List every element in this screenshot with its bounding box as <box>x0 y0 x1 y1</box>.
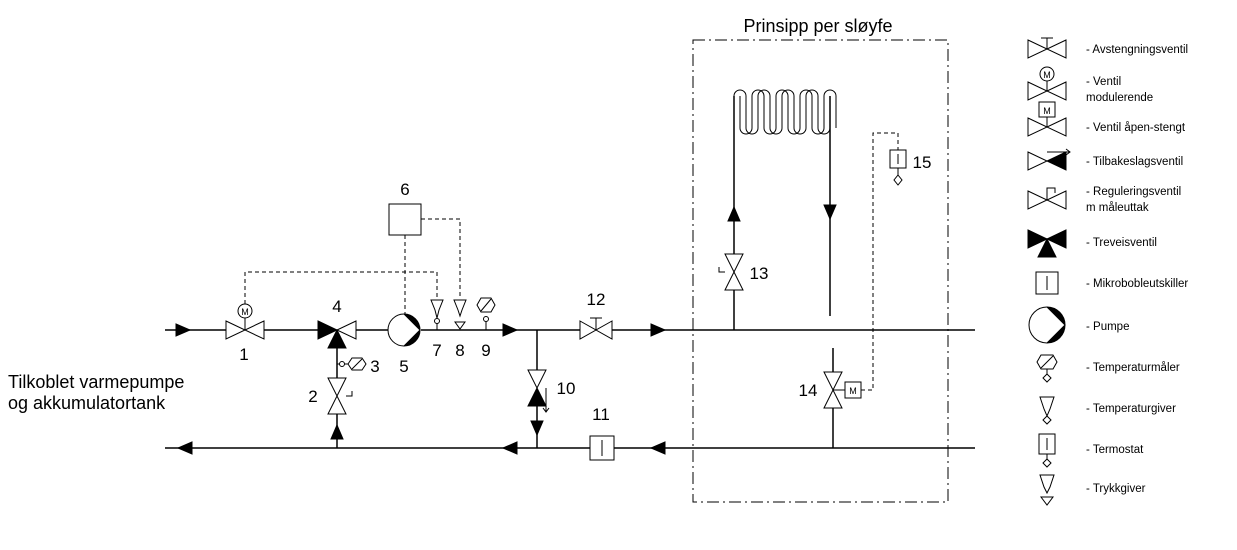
label-6: 6 <box>400 180 409 199</box>
legend-label-modulating-2: modulerende <box>1086 92 1153 104</box>
legend-label-balancing-1: - Reguleringsventil <box>1086 186 1181 198</box>
shutoff-valve-12: 12 <box>579 290 613 340</box>
legend-label-check: - Tilbakeslagsventil <box>1086 156 1183 168</box>
legend-label-threeway: - Treveisventil <box>1086 237 1157 249</box>
balancing-valve-icon <box>1027 187 1067 210</box>
side-label-line-1: Tilkoblet varmepumpe <box>8 372 184 392</box>
temperature-sensor-7: 7 <box>430 299 444 360</box>
label-9: 9 <box>481 341 490 360</box>
thermostatic-valve-14: M 14 <box>799 348 862 448</box>
shutoff-valve-icon <box>1027 37 1067 59</box>
legend-label-balancing-2: m måleuttak <box>1086 202 1149 214</box>
thermostat-icon <box>1038 433 1056 468</box>
label-3: 3 <box>370 357 379 376</box>
label-12: 12 <box>587 290 606 309</box>
label-2: 2 <box>308 387 317 406</box>
legend-label-onoff: - Ventil åpen-stengt <box>1086 122 1186 134</box>
three-way-valve-icon <box>1027 229 1067 258</box>
label-1: 1 <box>239 345 248 364</box>
modulating-valve-1: M 1 <box>225 303 265 364</box>
check-valve-icon <box>1027 148 1071 171</box>
modulating-valve-icon: M <box>1027 66 1067 101</box>
control-signal-lines <box>244 218 461 314</box>
label-14: 14 <box>799 381 818 400</box>
on-off-valve-icon: M <box>1027 101 1067 137</box>
label-4: 4 <box>332 297 341 316</box>
legend-label-pressure: - Trykkgiver <box>1086 483 1146 495</box>
supply-line <box>165 323 975 337</box>
side-label-line-2: og akkumulatortank <box>8 393 166 413</box>
label-5: 5 <box>399 357 408 376</box>
legend-label-thermostat: - Termostat <box>1086 444 1144 456</box>
legend-label-pump: - Pumpe <box>1086 321 1129 333</box>
label-15: 15 <box>913 153 932 172</box>
balancing-valve-13: 13 <box>718 253 769 291</box>
label-8: 8 <box>455 341 464 360</box>
check-valve-10: 10 <box>527 330 576 448</box>
three-way-valve-4: 4 <box>317 297 357 349</box>
label-7: 7 <box>432 341 441 360</box>
loop-title: Prinsipp per sløyfe <box>743 16 892 36</box>
loop-boundary <box>692 39 949 503</box>
thermostat-15: 15 <box>861 132 932 391</box>
controller-6: 6 <box>388 180 422 236</box>
microbubble-separator-11: 11 <box>589 405 615 461</box>
pressure-sensor-8: 8 <box>453 299 467 360</box>
temperature-gauge-icon <box>1036 354 1058 383</box>
return-line <box>165 441 975 455</box>
legend-label-temp-sensor: - Temperaturgiver <box>1086 403 1176 415</box>
legend-label-modulating-1: - Ventil <box>1086 76 1121 88</box>
svg-text:M: M <box>1043 70 1051 80</box>
svg-text:M: M <box>849 386 857 396</box>
legend-label-temp-gauge: - Temperaturmåler <box>1086 362 1180 374</box>
svg-text:M: M <box>241 307 249 317</box>
legend: - Avstengningsventil M - Ventil modulere… <box>1027 37 1188 506</box>
legend-label-shutoff: - Avstengningsventil <box>1086 44 1188 56</box>
label-13: 13 <box>750 264 769 283</box>
svg-text:M: M <box>1043 106 1051 116</box>
temperature-gauge-9: 9 <box>476 297 496 360</box>
heating-coil <box>727 89 837 330</box>
pump-icon <box>1028 306 1066 344</box>
legend-label-separator: - Mikrobobleutskiller <box>1086 278 1188 290</box>
label-11: 11 <box>592 405 610 424</box>
label-10: 10 <box>557 379 576 398</box>
pump-5: 5 <box>387 313 421 376</box>
microbubble-separator-icon <box>1035 271 1059 295</box>
bypass-branch: 2 3 <box>308 348 380 448</box>
temperature-sensor-icon <box>1039 396 1055 425</box>
pressure-sensor-icon <box>1039 474 1055 506</box>
